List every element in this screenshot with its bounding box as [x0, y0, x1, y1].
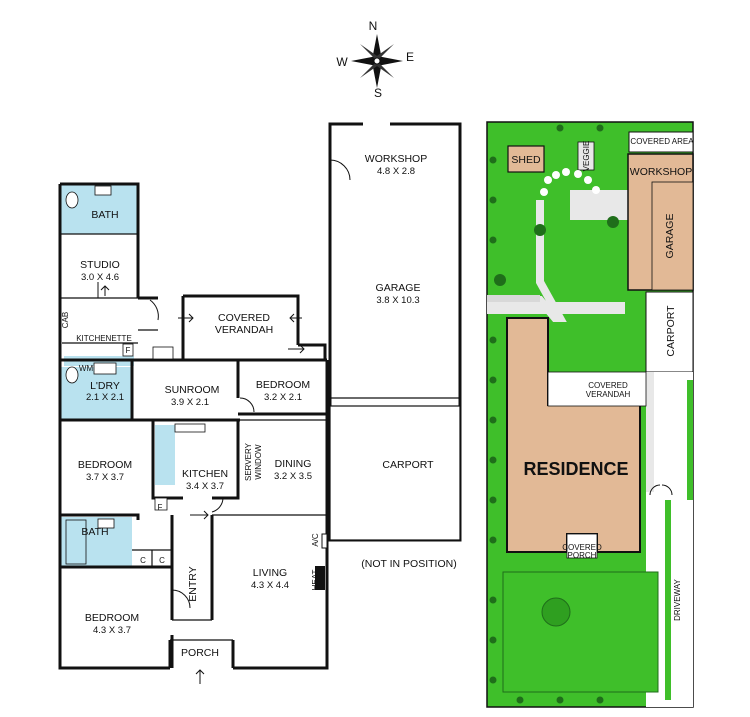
garage-label: GARAGE: [376, 282, 421, 294]
house-floor-plan: BATH STUDIO 3.0 X 4.6 CAB KITCHENETTE F …: [58, 182, 329, 684]
bedroom-mid-dims: 3.7 X 3.7: [86, 472, 124, 483]
covered-verandah-line1: COVERED: [218, 312, 270, 324]
site-garage-label: GARAGE: [664, 214, 676, 259]
laundry-dims: 2.1 X 2.1: [86, 392, 124, 403]
heater-icon: [315, 566, 325, 590]
dining-label: DINING: [275, 458, 312, 470]
residence-label: RESIDENCE: [523, 459, 628, 479]
laundry-label: L'DRY: [90, 380, 120, 392]
fridge-label-top: F: [126, 346, 131, 355]
bedroom-main-label: BEDROOM: [85, 612, 139, 624]
kitchenette-label: KITCHENETTE: [76, 334, 132, 343]
workshop-label: WORKSHOP: [365, 153, 427, 165]
compass-north: N: [369, 19, 378, 33]
driveway-label: DRIVEWAY: [673, 578, 682, 620]
bath-bottom-label: BATH: [81, 526, 108, 538]
covered-verandah-line2: VERANDAH: [215, 324, 273, 336]
fridge-label-kitchen: F: [158, 503, 163, 512]
compass-rose: N S E W: [336, 19, 414, 100]
bath-top-label: BATH: [91, 209, 118, 221]
site-verandah-line1: COVERED: [588, 381, 628, 390]
site-porch-line1: COVERED: [562, 543, 602, 552]
servery-line2: WINDOW: [254, 444, 263, 480]
garage-dims: 3.8 X 10.3: [376, 295, 419, 306]
heat-label: HEAT: [311, 570, 320, 591]
kitchen-dims: 3.4 X 3.7: [186, 481, 224, 492]
covered-area-label: COVERED AREA: [630, 137, 694, 146]
studio-label: STUDIO: [80, 259, 120, 271]
site-porch-line2: PORCH: [568, 551, 597, 560]
sunroom-dims: 3.9 X 2.1: [171, 397, 209, 408]
ac-label: A/C: [311, 533, 320, 547]
living-label: LIVING: [253, 567, 287, 579]
cab-label: CAB: [61, 312, 70, 328]
cupboard-label-2: C: [159, 556, 165, 565]
kitchen-label: KITCHEN: [182, 468, 228, 480]
compass-west: W: [336, 55, 348, 69]
studio-dims: 3.0 X 4.6: [81, 272, 119, 283]
not-in-position-note: (NOT IN POSITION): [361, 558, 456, 570]
porch-label: PORCH: [181, 647, 219, 659]
shed: [507, 145, 545, 173]
compass-east: E: [406, 50, 414, 64]
washing-machine-label: WM: [79, 364, 94, 373]
bedroom-small-dims: 3.2 X 2.1: [264, 392, 302, 403]
sunroom-label: SUNROOM: [165, 384, 220, 396]
workshop-dims: 4.8 X 2.8: [377, 166, 415, 177]
cupboard-label-1: C: [140, 556, 146, 565]
carport-label: CARPORT: [382, 459, 434, 471]
bedroom-main-dims: 4.3 X 3.7: [93, 625, 131, 636]
bath-bottom-fill: [60, 517, 132, 567]
carport-area: [645, 291, 694, 373]
kitchen-bench-fill: [155, 425, 175, 485]
site-verandah-line2: VERANDAH: [586, 390, 631, 399]
site-carport-label: CARPORT: [665, 305, 677, 357]
site-workshop-label: WORKSHOP: [630, 166, 692, 178]
servery-line1: SERVERY: [244, 442, 253, 481]
entry-label: ENTRY: [187, 566, 199, 601]
site-plan: SHED VEGGIE COVERED AREA WORKSHOP GARAGE…: [486, 121, 694, 708]
shed-label: SHED: [511, 154, 541, 166]
bedroom-mid-label: BEDROOM: [78, 459, 132, 471]
compass-south: S: [374, 86, 382, 100]
living-dims: 4.3 X 4.4: [251, 580, 289, 591]
dining-dims: 3.2 X 3.5: [274, 471, 312, 482]
garage-floor-plan: WORKSHOP 4.8 X 2.8 GARAGE 3.8 X 10.3 CAR…: [328, 122, 462, 570]
bedroom-small-label: BEDROOM: [256, 379, 310, 391]
veggie-label: VEGGIE: [582, 141, 591, 172]
